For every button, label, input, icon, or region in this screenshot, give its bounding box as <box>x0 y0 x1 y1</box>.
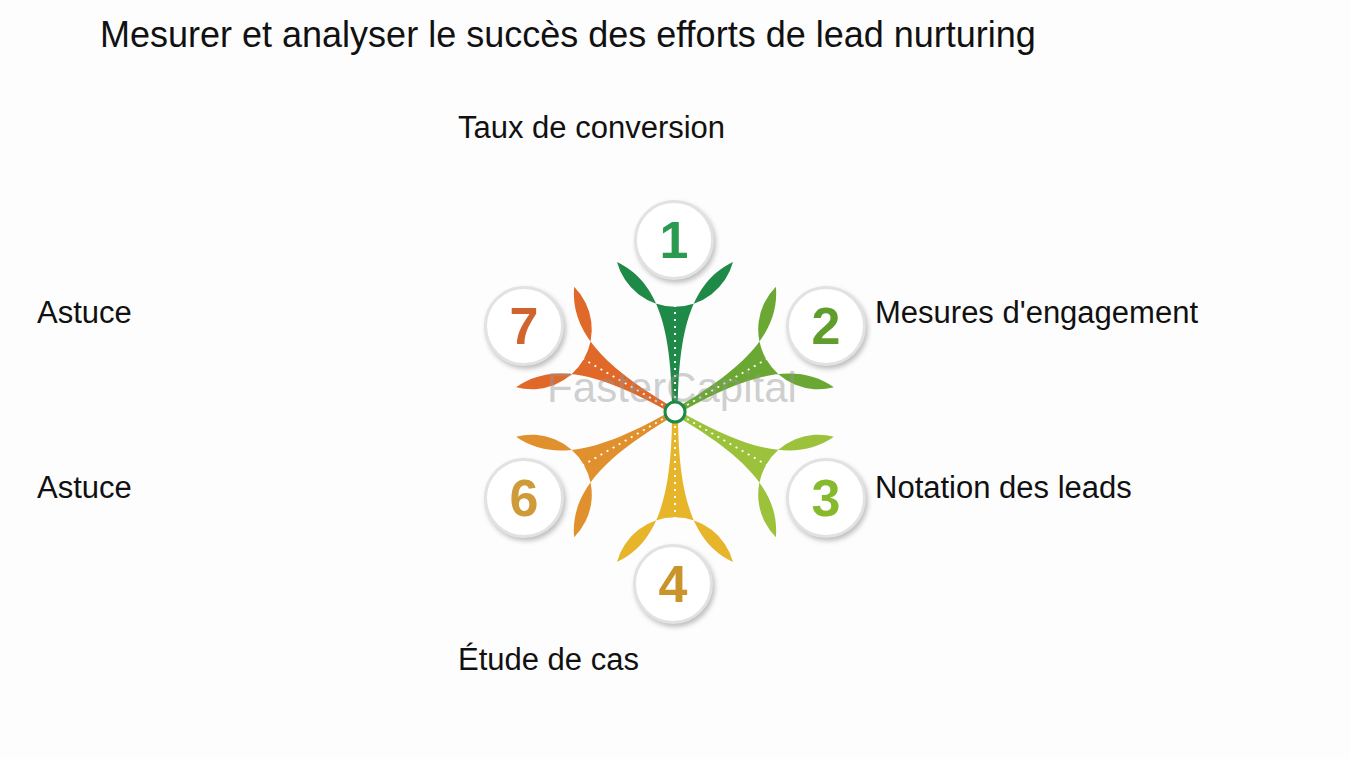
callout-circle: 3 <box>786 458 866 538</box>
callout-circle: 4 <box>633 544 713 624</box>
callout-number: 7 <box>510 300 539 352</box>
diagram-title: Mesurer et analyser le succès des effort… <box>100 14 1036 56</box>
callout-circle: 1 <box>634 200 714 280</box>
metric-label: Notation des leads <box>875 470 1132 506</box>
metric-label: Étude de cas <box>458 642 639 678</box>
callout-number: 4 <box>659 558 688 610</box>
metric-label: Mesures d'engagement <box>875 295 1198 331</box>
metric-label: Taux de conversion <box>458 110 725 146</box>
tip-label: Astuce <box>37 295 132 331</box>
watermark: FasterCapital <box>547 364 797 412</box>
callout-circle: 7 <box>484 286 564 366</box>
callout-number: 3 <box>812 472 841 524</box>
callout-circle: 6 <box>484 458 564 538</box>
callout-number: 2 <box>812 300 841 352</box>
callout-circle: 2 <box>786 286 866 366</box>
tip-label: Astuce <box>37 470 132 506</box>
callout-number: 1 <box>660 214 689 266</box>
callout-number: 6 <box>510 472 539 524</box>
